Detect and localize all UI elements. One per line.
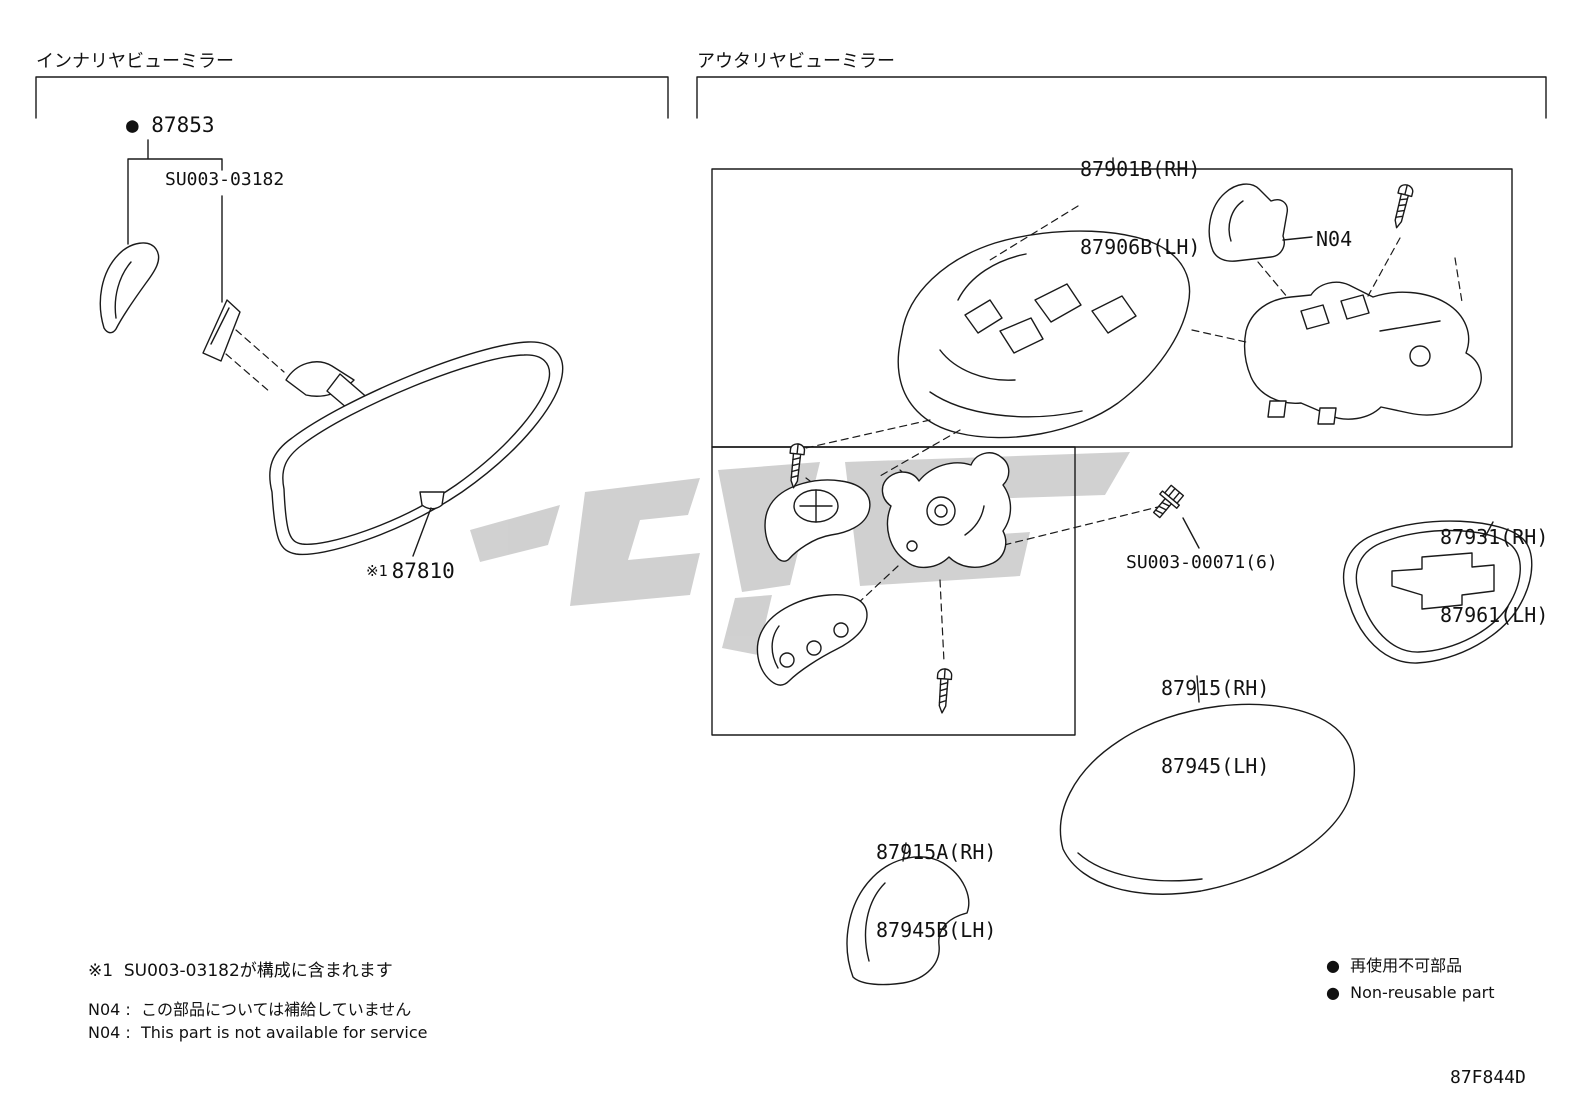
mirror-base-box <box>711 446 1076 736</box>
outer-section-bracket <box>696 76 1547 119</box>
part-number-su003-03182: SU003-03182 <box>165 169 285 190</box>
mirror-cover-drawing <box>1059 675 1355 895</box>
footnote-n04-en: N04 : This part is not available for ser… <box>88 1023 428 1042</box>
inner-mirror-drawing <box>99 242 564 557</box>
legend-non-reusable-jp: ● 再使用不可部品 <box>1326 956 1463 975</box>
glass-leader <box>1484 521 1494 538</box>
label-lower-cover: 87915A(RH) 87945B(LH) <box>876 787 996 995</box>
cover-leader <box>1196 675 1200 703</box>
n04-leader <box>1282 236 1313 241</box>
part-number-87810: 87810 <box>391 559 455 583</box>
part-number-87945: 87945(LH) <box>1161 754 1270 778</box>
drawing-code: 87F844D <box>1450 1067 1526 1088</box>
part-number-n04: N04 <box>1316 227 1353 251</box>
part-number-87915: 87915(RH) <box>1161 676 1270 700</box>
lower-cover-drawing <box>846 842 970 986</box>
section-title-outer-mirror: アウタリヤビューミラー <box>697 51 895 72</box>
mirror-glass-drawing <box>1342 520 1533 664</box>
part-number-87945b: 87945B(LH) <box>876 918 997 942</box>
mirror-base-drawing <box>756 452 1012 686</box>
mirror-housing-drawing <box>897 230 1191 439</box>
footnote-n04-jp: N04 : この部品については補給していません <box>88 1000 412 1019</box>
label-outer-mirror-assy: 87901B(RH) 87906B(LH) <box>1080 104 1200 312</box>
inner-section-bracket <box>35 76 669 119</box>
part-number-87906b: 87906B(LH) <box>1080 235 1201 259</box>
mirror-actuator-drawing <box>1243 281 1482 425</box>
section-title-inner-mirror: インナリヤビューミラー <box>36 51 234 72</box>
part-number-87961: 87961(LH) <box>1440 603 1549 627</box>
part-number-su003-00071: SU003-00071(6) <box>1126 552 1278 573</box>
assembly-dashed-lines <box>805 205 1463 663</box>
tapping-screw-top-drawing <box>1389 182 1415 231</box>
note-ref-mark: ※1 <box>366 562 388 580</box>
diagram-lines <box>35 76 1547 986</box>
inner-mirror-body <box>269 341 564 556</box>
part-number-87931: 87931(RH) <box>1440 525 1549 549</box>
part-number-87901b: 87901B(RH) <box>1080 157 1201 181</box>
outer-mirror-box <box>711 168 1513 448</box>
label-mirror-cover: 87915(RH) 87945(LH) <box>1161 623 1269 831</box>
part-number-87853: ● 87853 <box>126 113 215 137</box>
hex-bolt-drawing <box>1147 482 1187 523</box>
retainer-drawing <box>1208 183 1313 262</box>
legend-non-reusable-en: ● Non-reusable part <box>1326 983 1495 1002</box>
part-number-87915a: 87915A(RH) <box>876 840 997 864</box>
lower-cover-leader <box>902 842 907 862</box>
label-mirror-glass: 87931(RH) 87961(LH) <box>1440 472 1548 680</box>
bolt-label-leader <box>1182 517 1200 549</box>
inner-cover-leader <box>127 139 223 303</box>
footnote-su003-03182: ※1 SU003-03182が構成に含まれます <box>88 961 393 981</box>
tapping-screw-bottom-drawing <box>934 667 953 715</box>
